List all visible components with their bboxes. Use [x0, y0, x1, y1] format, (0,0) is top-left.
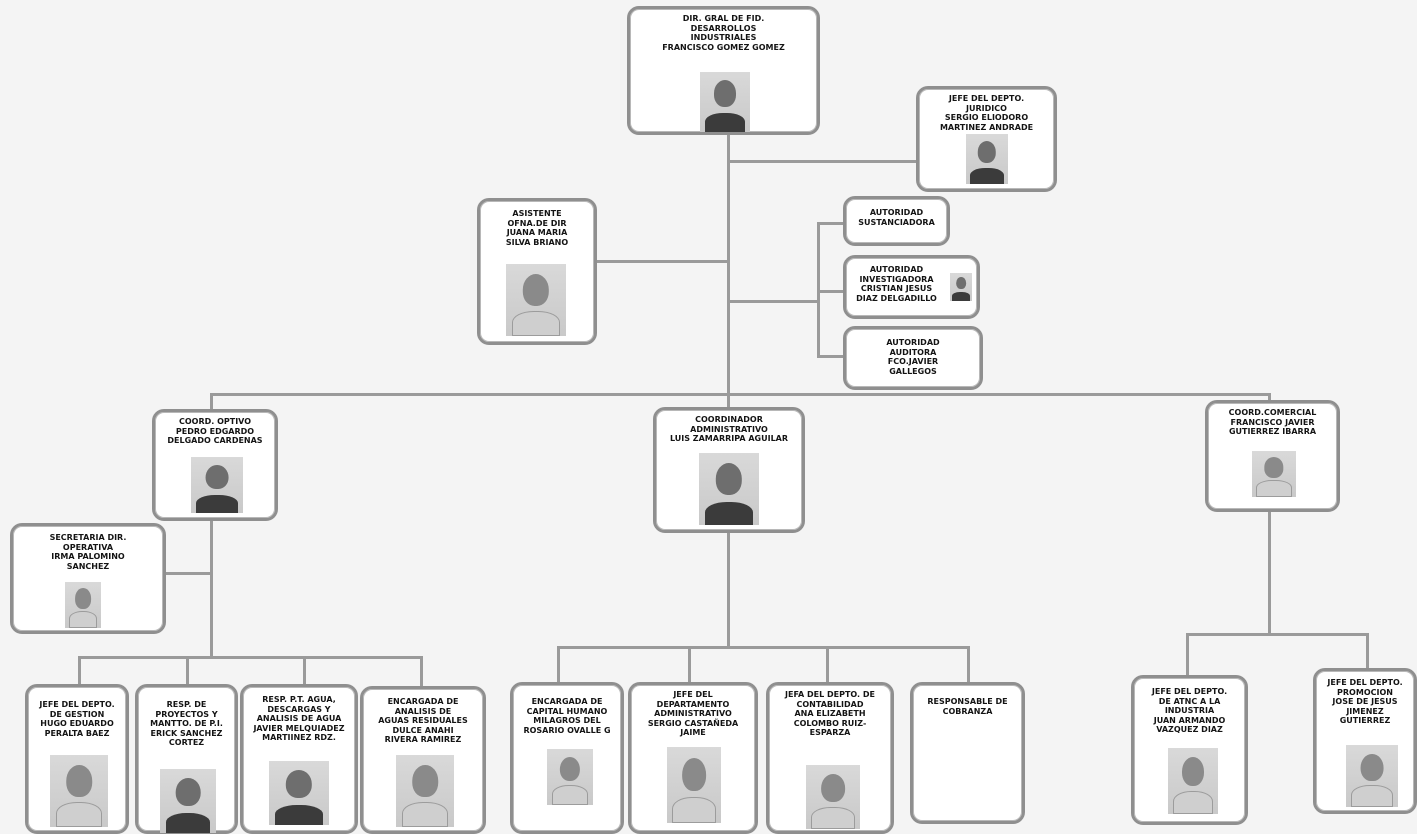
node-promocion[interactable]: JEFE DEL DEPTO. PROMOCION JOSE DE JESUS … — [1313, 668, 1417, 814]
photo — [50, 755, 108, 827]
node-industria[interactable]: JEFE DEL DEPTO. DE ATNC A LA INDUSTRIA J… — [1131, 675, 1248, 825]
node-label: COORD.COMERCIAL FRANCISCO JAVIER GUTIERR… — [1228, 408, 1317, 436]
node-agua[interactable]: RESP. P.T. AGUA, DESCARGAS Y ANALISIS DE… — [240, 684, 358, 834]
node-label: JEFE DEL DEPARTAMENTO ADMINISTRATIVO SER… — [647, 690, 739, 737]
node-label: RESP. P.T. AGUA, DESCARGAS Y ANALISIS DE… — [253, 695, 345, 742]
node-auditora[interactable]: AUTORIDAD AUDITORA FCO.JAVIER GALLEGOS — [843, 326, 983, 390]
connector-line — [186, 656, 189, 686]
connector-line — [727, 300, 817, 303]
connector-line — [596, 260, 728, 263]
node-label: JEFE DEL DEPTO. DE GESTION HUGO EDUARDO … — [39, 700, 115, 738]
node-label: ENCARGADA DE CAPITAL HUMANO MILAGROS DEL… — [523, 697, 611, 735]
node-capital[interactable]: ENCARGADA DE CAPITAL HUMANO MILAGROS DEL… — [510, 682, 624, 834]
connector-line — [165, 572, 211, 575]
connector-line — [688, 646, 691, 684]
connector-line — [817, 222, 820, 356]
connector-line — [727, 393, 730, 411]
connector-line — [967, 646, 970, 684]
connector-line — [420, 656, 423, 686]
node-investigadora[interactable]: AUTORIDAD INVESTIGADORA CRISTIAN JESUS D… — [843, 255, 980, 319]
node-label: AUTORIDAD SUSTANCIADORA — [858, 208, 935, 227]
node-secretaria[interactable]: SECRETARIA DIR. OPERATIVA IRMA PALOMINO … — [10, 523, 166, 634]
connector-line — [1186, 633, 1189, 678]
connector-line — [210, 518, 213, 658]
connector-line — [817, 222, 845, 225]
node-contabilidad[interactable]: JEFA DEL DEPTO. DE CONTABILIDAD ANA ELIZ… — [766, 682, 894, 834]
photo — [506, 264, 566, 336]
node-label: AUTORIDAD AUDITORA FCO.JAVIER GALLEGOS — [886, 338, 940, 376]
connector-line — [1268, 393, 1271, 405]
node-label: JEFE DEL DEPTO. JURIDICO SERGIO ELIODORO… — [939, 94, 1034, 132]
node-administrativo[interactable]: COORDINADOR ADMINISTRATIVO LUIS ZAMARRIP… — [653, 407, 805, 533]
node-label: RESPONSABLE DE COBRANZA — [927, 697, 1008, 716]
photo — [966, 134, 1008, 184]
connector-line — [78, 656, 81, 686]
node-gestion[interactable]: JEFE DEL DEPTO. DE GESTION HUGO EDUARDO … — [25, 684, 129, 834]
photo — [1168, 748, 1218, 814]
node-cobranza[interactable]: RESPONSABLE DE COBRANZA — [910, 682, 1025, 824]
node-label: DIR. GRAL DE FID. DESARROLLOS INDUSTRIAL… — [662, 14, 785, 52]
node-label: JEFA DEL DEPTO. DE CONTABILIDAD ANA ELIZ… — [785, 690, 875, 737]
node-residuales[interactable]: ENCARGADA DE ANALISIS DE AGUAS RESIDUALE… — [360, 686, 486, 834]
photo — [950, 273, 972, 301]
connector-line — [78, 656, 422, 659]
connector-line — [817, 355, 845, 358]
node-label: SECRETARIA DIR. OPERATIVA IRMA PALOMINO … — [49, 533, 127, 571]
connector-line — [1268, 510, 1271, 635]
connector-line — [727, 530, 730, 648]
node-operativo[interactable]: COORD. OPTIVO PEDRO EDGARDO DELGADO CARD… — [152, 409, 278, 521]
photo — [699, 453, 759, 525]
connector-line — [210, 393, 213, 413]
connector-line — [727, 133, 730, 395]
connector-line — [727, 160, 920, 163]
node-juridico[interactable]: JEFE DEL DEPTO. JURIDICO SERGIO ELIODORO… — [916, 86, 1057, 192]
photo — [160, 769, 216, 833]
photo — [547, 749, 593, 805]
connector-line — [210, 393, 1270, 396]
node-label: COORDINADOR ADMINISTRATIVO LUIS ZAMARRIP… — [669, 415, 789, 443]
node-label: RESP. DE PROYECTOS Y MANTTO. DE P.I. ERI… — [150, 700, 223, 747]
node-label: ASISTENTE OFNA.DE DIR JUANA MARIA SILVA … — [505, 209, 569, 247]
node-label: JEFE DEL DEPTO. DE ATNC A LA INDUSTRIA J… — [1151, 687, 1228, 734]
connector-line — [817, 290, 845, 293]
node-label: AUTORIDAD INVESTIGADORA CRISTIAN JESUS D… — [856, 265, 937, 303]
node-label: JEFE DEL DEPTO. PROMOCION JOSE DE JESUS … — [1327, 678, 1403, 725]
photo — [1252, 451, 1296, 497]
node-director[interactable]: DIR. GRAL DE FID. DESARROLLOS INDUSTRIAL… — [627, 6, 820, 135]
node-depto-admin[interactable]: JEFE DEL DEPARTAMENTO ADMINISTRATIVO SER… — [628, 682, 758, 834]
photo — [1346, 745, 1398, 807]
node-comercial[interactable]: COORD.COMERCIAL FRANCISCO JAVIER GUTIERR… — [1205, 400, 1340, 512]
connector-line — [557, 646, 970, 649]
photo — [269, 761, 329, 825]
photo — [191, 457, 243, 513]
photo — [667, 747, 721, 823]
photo — [700, 72, 750, 132]
node-proyectos[interactable]: RESP. DE PROYECTOS Y MANTTO. DE P.I. ERI… — [135, 684, 238, 834]
node-label: COORD. OPTIVO PEDRO EDGARDO DELGADO CARD… — [167, 417, 263, 445]
connector-line — [826, 646, 829, 684]
photo — [806, 765, 860, 829]
connector-line — [557, 646, 560, 684]
node-asistente[interactable]: ASISTENTE OFNA.DE DIR JUANA MARIA SILVA … — [477, 198, 597, 345]
photo — [65, 582, 101, 628]
connector-line — [1186, 633, 1369, 636]
node-label: ENCARGADA DE ANALISIS DE AGUAS RESIDUALE… — [378, 697, 468, 744]
photo — [396, 755, 454, 827]
connector-line — [303, 656, 306, 686]
connector-line — [1366, 633, 1369, 671]
node-sustanciadora[interactable]: AUTORIDAD SUSTANCIADORA — [843, 196, 950, 246]
